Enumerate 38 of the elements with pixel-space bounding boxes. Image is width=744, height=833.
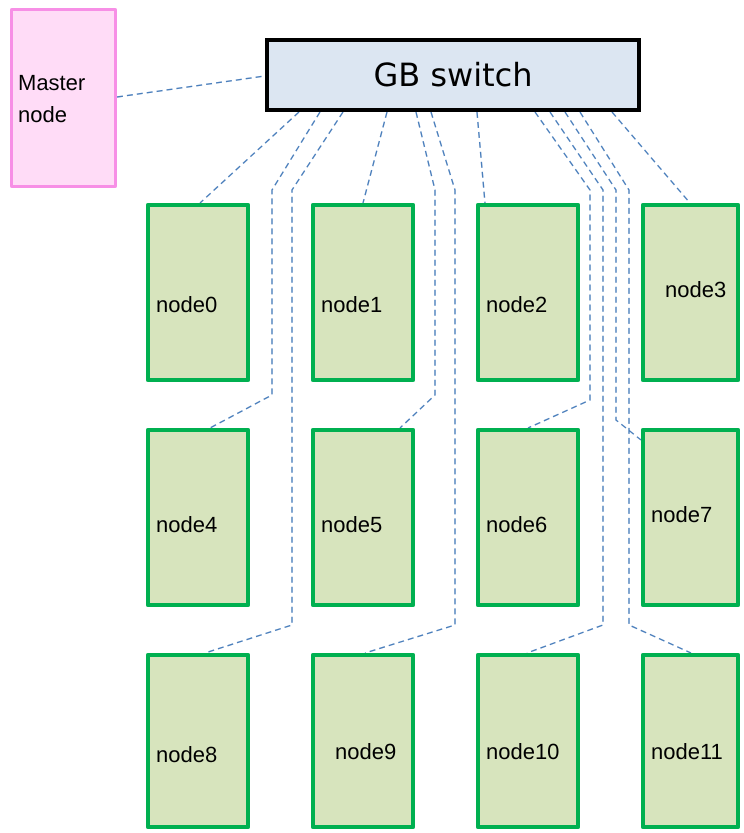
dashed-connector [210, 112, 321, 429]
master-node-box [10, 8, 117, 188]
node-label: node9 [335, 738, 396, 766]
node-label: node4 [156, 511, 218, 539]
compute-node-box [311, 653, 415, 829]
dashed-connector [400, 112, 436, 428]
compute-node-box [311, 428, 415, 607]
node-label: node2 [486, 291, 548, 319]
node-label: node10 [486, 738, 560, 766]
dashed-connector [362, 112, 388, 204]
compute-node-box [641, 203, 740, 382]
compute-node-box [641, 653, 740, 829]
compute-node-box [146, 203, 250, 382]
dashed-connector [579, 112, 692, 654]
compute-node-box [146, 653, 250, 829]
node-label: node11 [651, 738, 723, 766]
dashed-connector [476, 112, 486, 204]
compute-node-box [476, 203, 580, 382]
node-label: node5 [321, 511, 382, 539]
node-label: node0 [156, 291, 218, 319]
compute-node-box [146, 428, 250, 607]
node-label: node3 [665, 276, 726, 304]
node-label: node8 [156, 741, 218, 769]
dashed-connector [200, 111, 300, 204]
compute-node-box [476, 428, 580, 607]
compute-node-box [311, 203, 415, 382]
node-label: Master node [18, 69, 86, 129]
dashed-connector [364, 112, 456, 654]
switch-box [265, 38, 641, 112]
node-label: node6 [486, 511, 548, 539]
dashed-connector [611, 112, 691, 204]
dashed-connector [564, 112, 642, 441]
node-label: node1 [321, 291, 382, 319]
node-label: GB switch [373, 55, 533, 96]
node-label: node7 [651, 501, 712, 529]
compute-node-box [476, 653, 580, 829]
dashed-connector [528, 112, 591, 429]
compute-node-box [641, 428, 740, 607]
